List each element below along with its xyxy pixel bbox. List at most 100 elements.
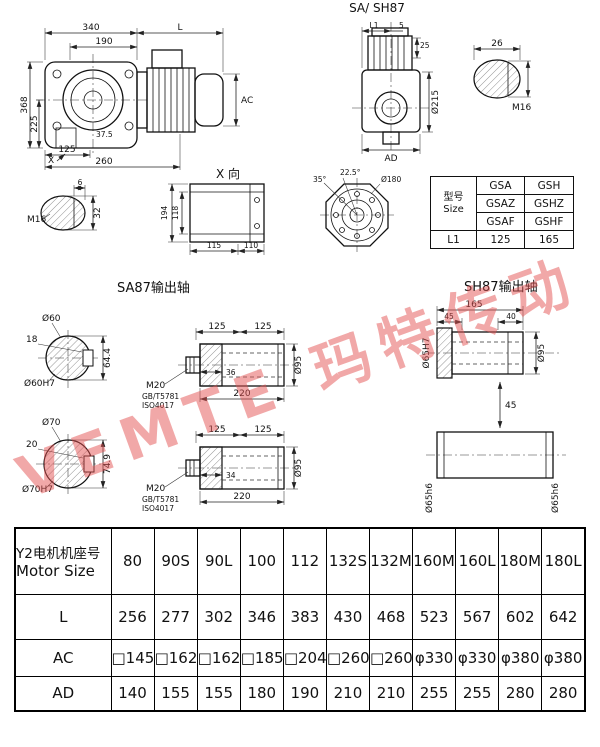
view-direction-X: X [48,156,54,166]
dim-26: 26 [491,39,503,49]
motor-cell: 210 [368,675,414,712]
sa87-dim-36: 36 [226,368,236,377]
motor-table-header-row: Y2电机机座号 Motor Size 80 90S 90L 100 112 13… [14,527,586,595]
motor-cell: 346 [239,593,284,640]
dim-118: 118 [171,206,180,221]
motor-row-label: L [14,593,112,640]
dim-180: Ø180 [381,175,401,184]
dim-115: 115 [207,241,222,250]
motor-cell: 210 [325,675,370,712]
sa87-dim-125c: 125 [208,425,225,435]
dim-125: 125 [58,145,75,155]
sa87-dim-125d: 125 [254,425,271,435]
sh87-dim-45b: 45 [505,401,516,411]
thread-detail-top-right: 26 M16 [473,39,531,113]
gear-type-table: 型号 Size GSA GSH GSAZ GSHZ GSAF GSHF L1 1… [430,176,574,249]
sa87-dim-220b: 220 [233,492,250,502]
label-M16-left: M16 [27,215,46,225]
sa87-dim-220a: 220 [233,389,250,399]
motor-cell: φ380 [541,638,586,677]
dim-194: 194 [160,206,169,221]
sh87-fit-65h6-left: Ø65h6 [424,483,435,513]
motor-row-label: AD [14,675,112,712]
sa87-dim-95b: Ø95 [293,459,304,478]
motor-column-header: 132S [325,527,370,595]
size-table-cell: GSHZ [524,194,574,213]
motor-size-table: Y2电机机座号 Motor Size 80 90S 90L 100 112 13… [14,527,586,712]
motor-cell: 430 [325,593,370,640]
motor-cell: □185 [239,638,284,677]
sa87-dia-70: Ø70 [42,417,61,428]
motor-column-header: 160L [455,527,500,595]
sh87-fit-65H7: Ø65H7 [421,337,432,368]
size-table-cell: GSH [524,176,574,195]
sa87-fit-60H7: Ø60H7 [24,378,55,389]
motor-cell: □162 [153,638,198,677]
flange-view: 35° 22.5° Ø180 [313,168,401,252]
motor-cell: φ330 [455,638,500,677]
dim-22-5deg: 22.5° [340,168,361,177]
motor-cell: 180 [239,675,284,712]
sa87-dim-74-9: 74.9 [103,454,113,474]
size-table-header: 型号 Size [430,176,477,231]
dim-190: 190 [95,37,112,47]
sa87-m20a: M20 [146,381,165,391]
size-table-cell: GSAF [476,212,525,231]
motor-cell: 190 [282,675,327,712]
main-front-view: 340 190 L 368 225 125 260 X 37.5 AC [20,23,253,170]
motor-cell: 602 [498,593,543,640]
sh87-dim-40: 40 [506,312,516,321]
dim-L1: L1 [370,21,379,30]
size-table-l1-label: L1 [430,230,477,249]
technical-drawing: 340 190 L 368 225 125 260 X 37.5 AC SA/ … [20,1,566,513]
dim-110: 110 [244,241,259,250]
dim-225: 225 [30,115,40,132]
motor-table-row-AD: AD 140 155 155 180 190 210 210 255 255 2… [14,675,586,712]
size-table-cell: GSHF [524,212,574,231]
motor-column-header: 80 [110,527,155,595]
motor-header-en: Motor Size [16,562,95,581]
motor-cell: φ330 [412,638,457,677]
sa87-dia-60: Ø60 [42,313,61,324]
motor-cell: 255 [455,675,500,712]
motor-column-header: 180M [498,527,543,595]
motor-column-header: 90L [196,527,241,595]
motor-column-header: 90S [153,527,198,595]
dim-6: 6 [78,178,83,187]
motor-cell: 155 [196,675,241,712]
sa87-std-gb-b: GB/T5781 [142,495,179,504]
motor-cell: 256 [110,593,155,640]
motor-cell: 155 [153,675,198,712]
dim-AC: AC [241,96,253,106]
sh87-output-shaft-views: SH87输出轴 165 45 40 Ø65H7 Ø95 45 Ø65h6 Ø65… [421,279,566,513]
motor-table-row-AC: AC □145 □162 □162 □185 □204 □260 □260 φ3… [14,638,586,677]
motor-column-header: 160M [412,527,457,595]
sa87-output-shaft-views: SA87输出轴 Ø60 18 64.4 Ø60H7 125 125 36 220… [22,280,304,513]
dim-25: 25 [420,41,430,50]
size-table-header-cn: 型号 [443,192,464,203]
motor-cell: □260 [325,638,370,677]
thread-detail-left: 6 32 M16 [27,178,103,231]
motor-cell: □204 [282,638,327,677]
motor-column-header: 100 [239,527,284,595]
side-view-title: SA/ SH87 [349,1,405,15]
x-direction-view: X 向 194 118 115 110 [160,166,265,255]
dim-340: 340 [82,23,99,33]
motor-cell: □162 [196,638,241,677]
sa87-title: SA87输出轴 [117,280,190,296]
dim-260: 260 [95,157,112,167]
motor-column-header: 180L [541,527,586,595]
side-view: SA/ SH87 L1 5 25 Ø215 AD [349,1,441,164]
sa87-std-iso-b: ISO4017 [142,504,174,513]
sh87-dim-165: 165 [465,300,482,310]
sh87-fit-65h6-right: Ø65h6 [550,483,561,513]
motor-cell: 140 [110,675,155,712]
motor-header-cn: Y2电机机座号 [16,546,101,563]
motor-cell: 255 [412,675,457,712]
motor-cell: 280 [541,675,586,712]
sa87-dim-95a: Ø95 [293,356,304,375]
sa87-dim-125a: 125 [208,322,225,332]
sa87-dim-34: 34 [226,471,236,480]
label-M16-right: M16 [512,103,531,113]
